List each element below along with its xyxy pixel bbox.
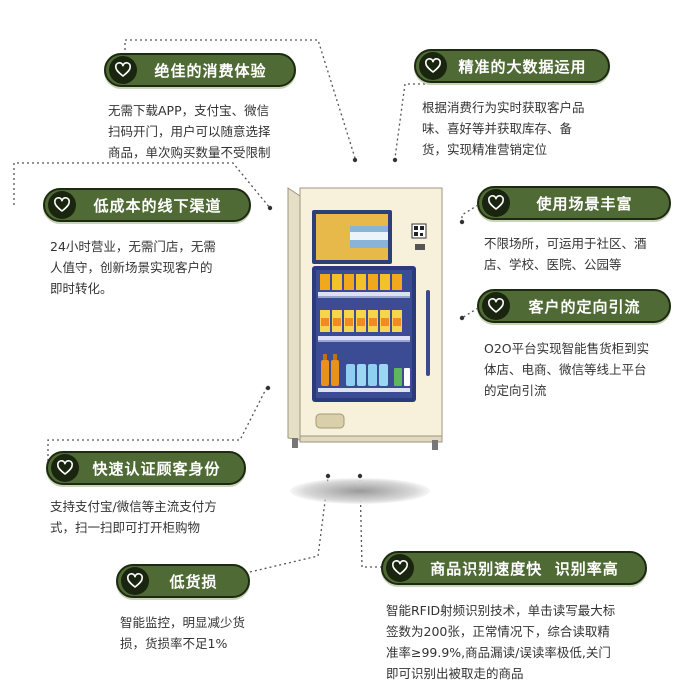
feature-title: 低成本的线下渠道 — [93, 196, 222, 215]
heart-icon — [109, 56, 137, 84]
connector-lines — [13, 39, 479, 573]
door-handle — [426, 290, 430, 376]
shelf-1 — [318, 274, 410, 298]
pickup-slot — [315, 413, 345, 429]
feature-consumer-experience-pill: 绝佳的消费体验 — [104, 53, 296, 87]
desc-line: 味、喜好等并获取库存、备 — [422, 121, 573, 136]
desc-line: 损，货损率不足1% — [120, 636, 228, 651]
desc-line: 扫码开门，用户可以随意选择 — [108, 124, 271, 139]
feature-rich-scenarios-desc: 不限场所，可运用于社区、酒 店、学校、医院、公园等 — [484, 233, 647, 275]
feature-low-loss-desc: 智能监控，明显减少货 损，货损率不足1% — [120, 612, 245, 654]
desc-line: 式，扫一扫即可打开柜购物 — [50, 520, 201, 535]
feature-targeted-traffic-pill: 客户的定向引流 — [477, 289, 671, 323]
feature-title: 使用场景丰富 — [536, 194, 633, 213]
connector-rich-scenarios — [461, 204, 479, 222]
machine-side-panel — [287, 187, 301, 441]
desc-line: 人值守，创新场景实现客户的 — [50, 260, 213, 275]
desc-line: 不限场所，可运用于社区、酒 — [484, 236, 647, 251]
machine-shadow — [290, 478, 430, 504]
feature-title: 精准的大数据运用 — [458, 57, 587, 76]
heart-icon — [51, 454, 79, 482]
feature-big-data-desc: 根据消费行为实时获取客户品 味、喜好等并获取库存、备 货，实现精准营销定位 — [422, 97, 585, 160]
connector-fast-auth — [47, 384, 269, 466]
desc-line: 支持支付宝/微信等主流支付方 — [50, 499, 217, 514]
connector-fast-recognition — [359, 477, 382, 568]
feature-title: 商品识别速度快 识别率高 — [430, 559, 619, 578]
connector-consumer-experience — [124, 39, 356, 159]
qr-code — [411, 223, 427, 250]
shelf-2 — [318, 310, 410, 342]
heart-icon — [482, 189, 510, 217]
desc-line: O2O平台实现智能售货柜到实 — [484, 341, 650, 356]
heart-icon — [48, 191, 76, 219]
shelf-3 — [318, 354, 410, 392]
desc-line: 智能RFID射频识别技术，单击读写最大标 — [386, 603, 616, 618]
desc-line: 的定向引流 — [484, 383, 547, 398]
feature-title: 快速认证顾客身份 — [92, 459, 221, 478]
feature-title: 绝佳的消费体验 — [154, 61, 267, 80]
connector-big-data — [394, 83, 425, 159]
feature-fast-auth-pill: 快速认证顾客身份 — [46, 451, 246, 485]
desc-line: 根据消费行为实时获取客户品 — [422, 100, 585, 115]
feature-fast-auth-desc: 支持支付宝/微信等主流支付方 式，扫一扫即可打开柜购物 — [50, 496, 217, 538]
feature-title: 低货损 — [169, 572, 218, 591]
vending-machine — [287, 187, 443, 450]
desc-line: 即可识别出被取走的商品 — [386, 666, 524, 681]
feature-low-loss-pill: 低货损 — [116, 564, 250, 598]
feature-low-cost-channel-pill: 低成本的线下渠道 — [43, 188, 251, 222]
feature-title: 客户的定向引流 — [528, 297, 641, 316]
feature-big-data-pill: 精准的大数据运用 — [414, 49, 610, 83]
machine-foot-right — [432, 440, 438, 450]
feature-low-cost-channel-desc: 24小时营业，无需门店，无需 人值守，创新场景实现客户的 即时转化。 — [50, 236, 216, 299]
heart-icon — [121, 567, 149, 595]
feature-rich-scenarios-pill: 使用场景丰富 — [477, 186, 671, 220]
desc-line: 体店、电商、微信等线上平台 — [484, 362, 647, 377]
desc-line: 准率≥99.9%,商品漏读/误读率极低,关门 — [386, 645, 611, 660]
desc-line: 无需下载APP，支付宝、微信 — [108, 103, 270, 118]
connector-dots — [265, 157, 465, 479]
heart-icon — [386, 554, 414, 582]
desc-line: 即时转化。 — [50, 281, 113, 296]
desc-line: 24小时营业，无需门店，无需 — [50, 239, 216, 254]
desc-line: 店、学校、医院、公园等 — [484, 257, 622, 272]
connector-targeted-traffic — [461, 307, 479, 319]
feature-targeted-traffic-desc: O2O平台实现智能售货柜到实 体店、电商、微信等线上平台 的定向引流 — [484, 338, 649, 401]
feature-fast-recognition-pill: 商品识别速度快 识别率高 — [381, 551, 647, 585]
feature-fast-recognition-desc: 智能RFID射频识别技术，单击读写最大标 签数为200张，正常情况下，综合读取精… — [386, 600, 615, 684]
desc-line: 货，实现精准营销定位 — [422, 142, 548, 157]
machine-foot-left — [292, 438, 298, 448]
heart-icon — [482, 292, 510, 320]
connector-low-cost-channel — [13, 162, 271, 209]
heart-icon — [419, 52, 447, 80]
desc-line: 商品，单次购买数量不受限制 — [108, 145, 271, 160]
desc-line: 智能监控，明显减少货 — [120, 615, 246, 630]
desc-line: 签数为200张，正常情况下，综合读取精 — [386, 624, 610, 639]
feature-consumer-experience-desc: 无需下载APP，支付宝、微信 扫码开门，用户可以随意选择 商品，单次购买数量不受… — [108, 100, 271, 163]
